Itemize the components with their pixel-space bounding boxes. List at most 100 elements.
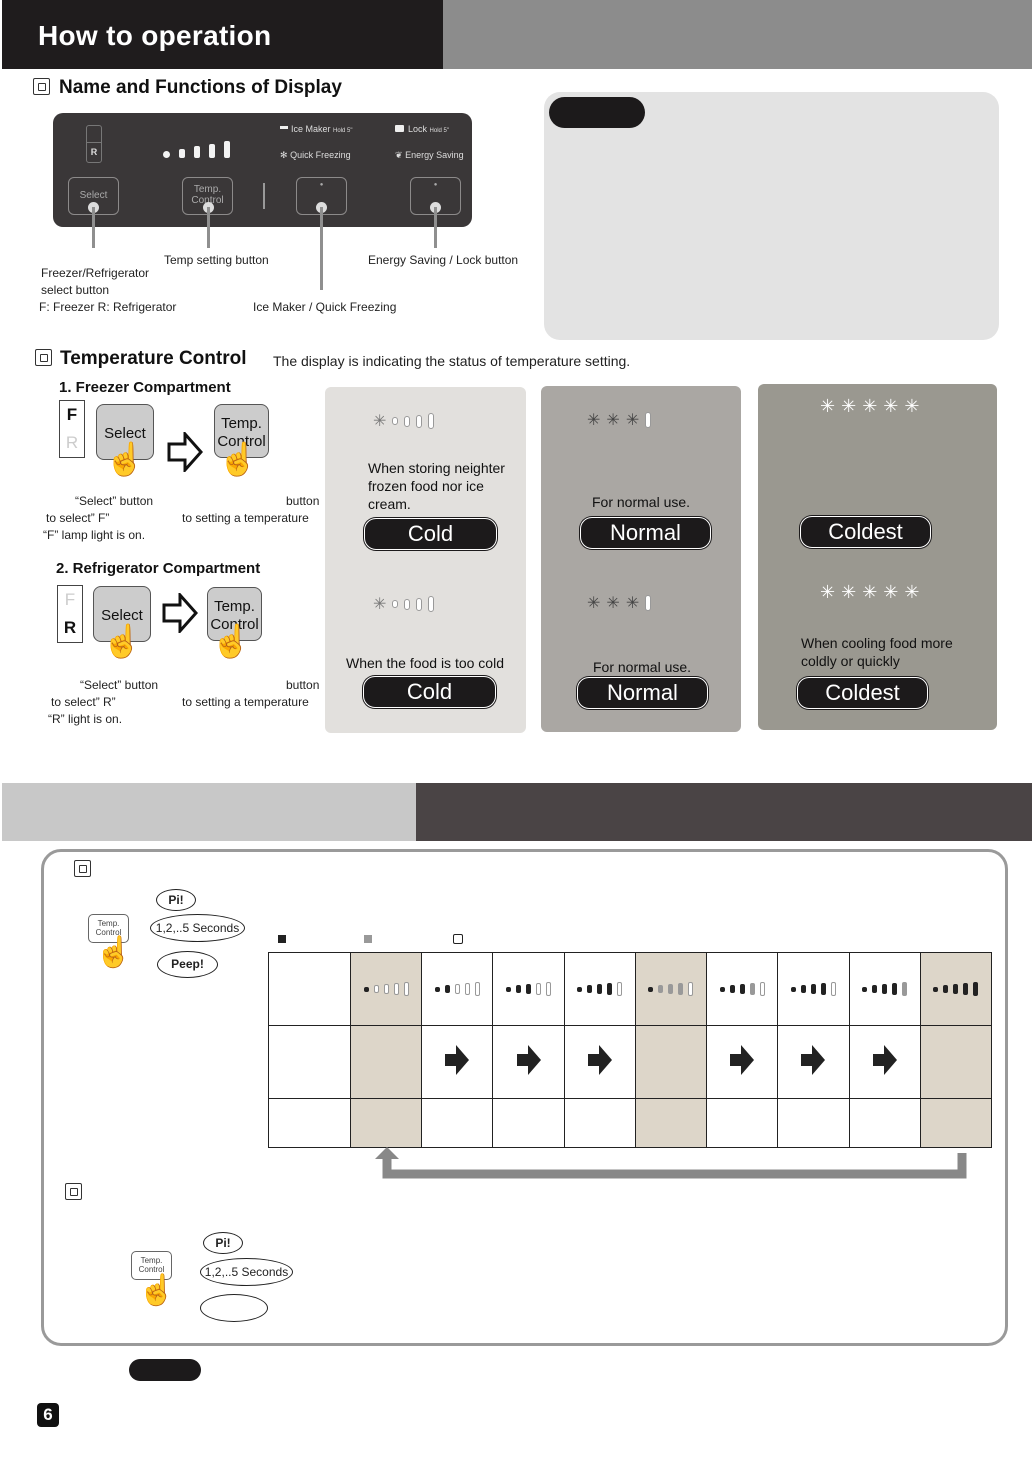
led-dot: [811, 984, 816, 994]
led-dot: [953, 984, 958, 994]
led-dot: [760, 982, 765, 996]
right-arrow-icon: [516, 1044, 542, 1076]
led-pattern: [778, 982, 848, 996]
led-dot: [963, 983, 968, 995]
normal-column: ✳ ✳ ✳ For normal use. Normal ✳ ✳ ✳ For n…: [541, 386, 741, 732]
normal-pill: Normal: [580, 517, 711, 549]
note-pill: [549, 97, 645, 128]
ice-callout-line: [320, 207, 323, 290]
led-dot: [872, 985, 877, 993]
led-dot: [720, 987, 725, 992]
cold-pill: Cold: [364, 518, 497, 550]
led-indicator: ✳: [373, 411, 434, 431]
refrigerator-cap2: to select” R”: [51, 694, 116, 711]
display-section-title: Name and Functions of Display: [59, 77, 342, 99]
ice-maker-hold: Hold 5": [333, 128, 352, 134]
led-dot: [597, 984, 602, 994]
cold-pill-bottom: Cold: [363, 676, 496, 708]
led-dot: [892, 983, 897, 995]
blink-icon: ✳: [841, 396, 856, 417]
cold-column: ✳ When storing neighter frozen food nor …: [325, 387, 526, 733]
hand-pointer-icon: ☝: [218, 440, 258, 478]
led-dot: [516, 985, 521, 993]
legend-on-icon: [278, 935, 286, 943]
mini-button-label-2: Temp. Control: [139, 1256, 165, 1274]
blink-icon: ✳: [373, 411, 386, 431]
cold-top-text: When storing neighter frozen food nor ic…: [368, 459, 518, 513]
page-title: How to operation: [38, 20, 271, 52]
blink-icon: ✳: [904, 396, 919, 417]
snowflake-icon: ✻: [280, 150, 288, 160]
freezer-step-arrow-icon: [167, 432, 203, 477]
cycle-return-arrow: [372, 1147, 972, 1182]
freezer-heading: 1. Freezer Compartment: [59, 379, 231, 396]
coldest-pill-bottom: Coldest: [797, 677, 928, 709]
led-dot: [384, 984, 389, 994]
led-dot: [688, 982, 693, 996]
led-dot: [933, 987, 938, 992]
led-pattern: [707, 982, 777, 996]
section-bullet-icon: [74, 860, 91, 877]
led-dot: [801, 985, 806, 993]
legend-off-icon: [453, 934, 463, 944]
blink-icon: ✳: [587, 410, 600, 430]
led-dot: [943, 985, 948, 993]
led-pattern: [636, 982, 706, 996]
peep-bubble: Peep!: [157, 951, 218, 978]
r-lamp-lit: R: [58, 614, 82, 642]
right-arrow-icon: [729, 1044, 755, 1076]
seconds-bubble-2: 1,2,..5 Seconds: [200, 1258, 293, 1286]
led-dot: [658, 985, 663, 993]
led-dot: [862, 987, 867, 992]
coldest-pill: Coldest: [800, 516, 931, 548]
refrigerator-heading: 2. Refrigerator Compartment: [56, 560, 260, 577]
refrigerator-cap5: to setting a temperature: [182, 694, 309, 711]
refrigerator-cap4: button: [286, 677, 319, 694]
led-indicator: ✳ ✳ ✳ ✳ ✳: [820, 396, 919, 417]
led-indicator: ✳ ✳ ✳: [587, 593, 651, 613]
ice-maker-label: Ice Maker: [291, 124, 331, 134]
seconds-bubble: 1,2,..5 Seconds: [150, 914, 245, 942]
panel-led-bar: [163, 141, 230, 158]
led-pattern: [351, 982, 421, 996]
lock-hold: Hold 5": [430, 128, 449, 134]
hand-pointer-icon: ☝: [102, 622, 142, 660]
blink-icon: ✳: [626, 410, 639, 430]
led-dot: [364, 987, 369, 992]
led-dot: [506, 987, 511, 992]
temperature-section-title: Temperature Control: [60, 348, 247, 370]
led-dot: [617, 982, 622, 996]
right-arrow-icon: [587, 1044, 613, 1076]
quick-freezing-label: Quick Freezing: [290, 150, 351, 160]
blink-icon: ✳: [904, 582, 919, 603]
r-indicator-label: R: [87, 143, 101, 161]
led-dot: [445, 985, 450, 993]
panel-divider: [263, 183, 265, 209]
section-bullet-icon: [33, 78, 50, 95]
ice-maker-icon: [280, 126, 288, 132]
coldest-bottom-text: When cooling food more coldly or quickly: [801, 634, 981, 670]
led-dot: [821, 983, 826, 995]
blink-icon: ✳: [862, 582, 877, 603]
led-pattern: [493, 982, 563, 996]
led-dot: [526, 984, 531, 994]
blink-icon: ✳: [883, 396, 898, 417]
energy-saving-indicator: ❦ Energy Saving: [395, 150, 464, 161]
temperature-cycle-table: [268, 952, 992, 1148]
select-callout-line3: F: Freezer R: Refrigerator: [39, 299, 176, 316]
led-dot: [475, 982, 480, 996]
select-callout-line: [92, 207, 95, 248]
legend-blink-icon: [364, 935, 372, 943]
blink-icon: ✳: [820, 396, 835, 417]
led-dot: [730, 985, 735, 993]
r-lamp-off: R: [60, 429, 84, 457]
pi-bubble: Pi!: [156, 889, 196, 911]
led-dot: [902, 982, 907, 996]
temperature-section-subtitle: The display is indicating the status of …: [273, 353, 630, 369]
led-dot: [435, 987, 440, 992]
section-bullet-icon: [65, 1183, 82, 1200]
led-indicator: ✳ ✳ ✳: [587, 410, 651, 430]
blink-icon: ✳: [820, 582, 835, 603]
energy-callout-line: [434, 207, 437, 248]
hand-pointer-icon: ☝: [211, 622, 251, 660]
